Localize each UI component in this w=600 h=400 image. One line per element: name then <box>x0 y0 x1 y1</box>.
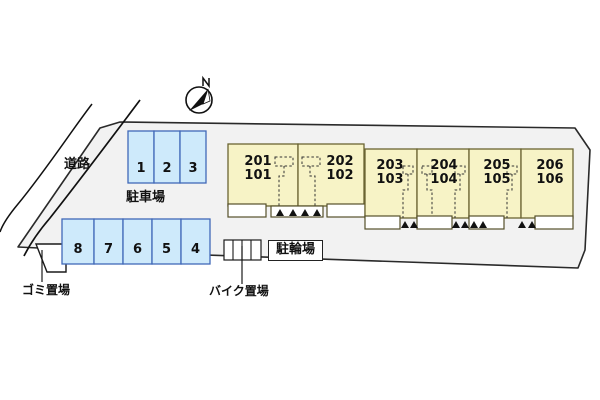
stair-path-202 <box>309 166 316 206</box>
parking-row-bottom <box>61 218 211 265</box>
stair-landing-201 <box>274 156 294 167</box>
unit-number-upper-202: 202 <box>326 154 354 169</box>
stair-path-205 <box>454 174 461 218</box>
parking-stall-5[interactable] <box>151 218 182 265</box>
balcony-106 <box>534 215 574 230</box>
unit-number-lower-105: 105 <box>483 171 511 187</box>
unit-number-upper-205: 205 <box>483 158 511 173</box>
stair-path-203 <box>402 174 409 218</box>
unit-number-upper-206: 206 <box>536 158 564 173</box>
stair-landing-203 <box>402 165 414 175</box>
parking-stall-label-8: 8 <box>73 242 83 257</box>
north-arrow-icon <box>185 75 213 114</box>
bicycle-parking-label: 駐輪場 <box>268 240 324 261</box>
garbage-area-label: ゴミ置場 <box>22 283 71 297</box>
parking-stall-3[interactable] <box>179 130 207 184</box>
unit-number-lower-106: 106 <box>536 171 564 187</box>
parking-row-top <box>127 130 207 184</box>
unit-number-lower-101: 101 <box>244 167 272 183</box>
stair-landing-206 <box>506 165 518 175</box>
entrance-markers-left-wing <box>276 209 321 216</box>
building-left-wing <box>227 143 366 218</box>
parking-stall-4[interactable] <box>180 218 211 265</box>
road-line-outer <box>0 103 93 233</box>
building-right-wing <box>364 148 574 230</box>
parking-stall-label-7: 7 <box>103 242 114 257</box>
unit-label-205: 205 105 <box>475 159 519 186</box>
unit-number-lower-103: 103 <box>376 171 404 187</box>
unit-number-upper-203: 203 <box>376 158 404 173</box>
unit-block-202-102[interactable] <box>297 143 365 207</box>
parking-stall-label-2: 2 <box>162 161 172 176</box>
unit-number-upper-204: 204 <box>430 158 458 173</box>
unit-label-203: 203 103 <box>368 159 412 186</box>
stair-path-204 <box>426 174 433 218</box>
parking-stall-label-5: 5 <box>161 242 172 257</box>
stair-path-201 <box>278 166 285 206</box>
balcony-103 <box>364 215 401 230</box>
parking-lot-label: 駐車場 <box>126 190 166 205</box>
unit-block-203-103[interactable] <box>364 148 418 219</box>
balcony-105 <box>468 215 505 230</box>
garbage-enclosure <box>34 243 67 273</box>
parking-stall-label-3: 3 <box>188 161 198 176</box>
balcony-102 <box>326 203 366 218</box>
parking-stall-1[interactable] <box>127 130 155 184</box>
unit-block-206-106[interactable] <box>520 148 574 219</box>
road-line-inner <box>23 99 141 257</box>
unit-number-upper-201: 201 <box>244 154 272 169</box>
parking-stall-6[interactable] <box>122 218 153 265</box>
road-label: 道路 <box>64 157 91 172</box>
unit-label-202: 202 102 <box>318 155 362 182</box>
stair-landing-205 <box>454 165 466 175</box>
parking-stall-label-1: 1 <box>136 161 146 176</box>
balcony-104 <box>416 215 453 230</box>
parking-stall-label-4: 4 <box>190 242 201 257</box>
entry-porch-left-wing <box>270 205 324 218</box>
entrance-markers-right-wing <box>401 221 536 228</box>
unit-label-201: 201 101 <box>236 155 280 182</box>
balcony-101 <box>227 203 267 218</box>
unit-number-lower-102: 102 <box>326 167 354 183</box>
motorcycle-parking-label: バイク置場 <box>209 284 269 298</box>
stair-landing-204 <box>421 165 433 175</box>
unit-number-lower-104: 104 <box>430 171 458 187</box>
parking-stall-2[interactable] <box>153 130 181 184</box>
unit-label-206: 206 106 <box>528 159 572 186</box>
parking-stall-label-6: 6 <box>132 242 143 257</box>
stair-landing-202 <box>301 156 321 167</box>
stair-path-206 <box>506 174 513 218</box>
unit-label-204: 204 104 <box>422 159 466 186</box>
